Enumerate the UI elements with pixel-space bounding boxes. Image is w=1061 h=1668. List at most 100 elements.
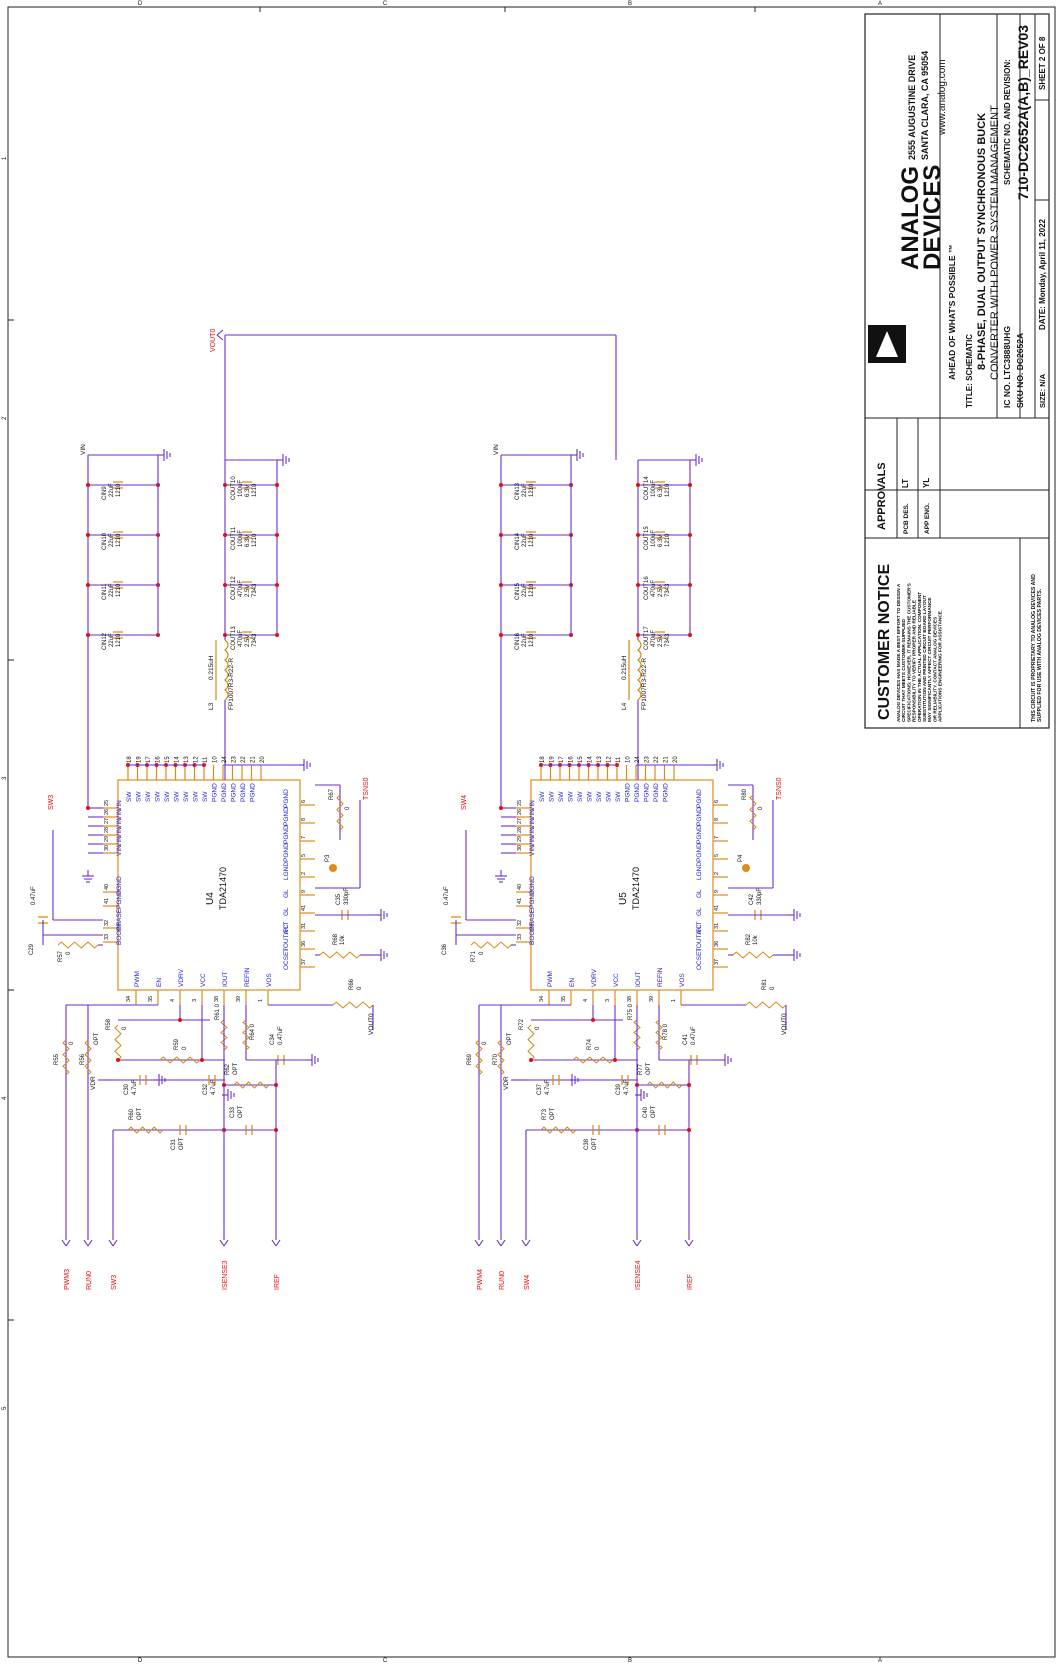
pin-name: VIN [529, 809, 536, 820]
title-block-text: DEVICES [919, 165, 946, 270]
pin-number: 19 [137, 756, 143, 763]
pin-number: 41 [517, 898, 523, 904]
ic-body-U5 [530, 779, 714, 991]
title-block-text: APPROVALS [876, 462, 888, 530]
net-label-sw: SW3 [48, 795, 55, 810]
cap-ref: C42 [749, 893, 755, 905]
title-block-text: OPERATION IN THE ACTUAL APPLICATION. COM… [917, 592, 922, 722]
net-label-bottom: IREF [274, 1274, 281, 1290]
cap-ref: C30 [124, 1083, 130, 1095]
pin-number: 9 [714, 890, 720, 893]
resistor [527, 1024, 535, 1061]
pin-name: VIN [116, 827, 123, 838]
pin-name: GL [696, 907, 703, 916]
wire [271, 1239, 277, 1247]
test-point-ref: P3 [325, 854, 331, 862]
cap-value: 4.7uF [211, 1079, 217, 1095]
res-ref: R75 0 [628, 1003, 634, 1020]
pin-number: 27 [104, 818, 110, 824]
pin-name: PGND [696, 807, 703, 826]
pin-number: 28 [517, 827, 523, 833]
junction-dot [275, 533, 279, 537]
resistor [655, 1019, 663, 1051]
net-label-tsns: TSNS0 [776, 777, 783, 800]
pin-name: PGND [250, 783, 257, 802]
title-block-text: SUPPLIED FOR USE WITH ANALOG DEVICES PAR… [1037, 588, 1043, 722]
cap-value: 4.7uF [624, 1079, 630, 1095]
pin-name: VCC [200, 973, 207, 987]
res-ref: R60 [129, 1108, 135, 1120]
net-label-bottom: ISENSE4 [635, 1260, 642, 1290]
title-block-text: APPLICATIONS ENGINEERING FOR ASSISTANCE. [938, 610, 943, 722]
pin-number: 1 [258, 999, 264, 1002]
pin-name: PGND [283, 807, 290, 826]
res-ref: R67 [329, 788, 335, 800]
pin-name: VIN [116, 818, 123, 829]
wire [688, 1239, 694, 1247]
pin-number: 5 [301, 854, 307, 857]
wire [496, 1239, 502, 1247]
ic-ref: U4 [205, 892, 216, 905]
pin-name: TOUT/FLT [696, 922, 703, 952]
pin-number: 29 [104, 836, 110, 842]
junction-dot [688, 633, 692, 637]
pin-number: 17 [146, 756, 152, 763]
border-letter: D [138, 1658, 143, 1663]
pin-number: 36 [301, 941, 307, 947]
resistor [127, 1126, 164, 1134]
pin-number: 33 [104, 934, 110, 940]
net-label-vout0: VOUT0 [368, 1013, 375, 1035]
cap-ref: C32 [203, 1083, 209, 1095]
res-ref: R81 [762, 978, 768, 990]
pin-name: PGND [634, 783, 641, 802]
resistor [732, 951, 774, 959]
wire [65, 1239, 71, 1247]
pin-name: SW [145, 791, 152, 802]
pin-number: 3 [192, 999, 198, 1002]
res-ref: R59 [174, 1038, 180, 1050]
cap-value: 4.7uF [545, 1079, 551, 1095]
resistor [497, 1039, 505, 1076]
resistor [572, 1056, 614, 1064]
pin-name: SW [587, 791, 594, 802]
pin-name: PGND [212, 783, 219, 802]
res-value: 0 [69, 1041, 75, 1045]
border-letter: B [628, 1658, 632, 1663]
pin-name: BOOST [529, 922, 536, 945]
cout-voltage: 6.3V [245, 485, 251, 497]
pin-name: PGND [696, 843, 703, 862]
title-block [864, 13, 1050, 729]
wire [223, 1239, 229, 1247]
res-ref: R68 [333, 933, 339, 945]
cout-voltage: 6.3V [658, 535, 664, 547]
net-label-bottom: PWM4 [477, 1269, 484, 1290]
pin-name: VIN [116, 845, 123, 856]
cap-value: OPT [592, 1137, 598, 1150]
res-ref: R78 0 [663, 1023, 669, 1040]
cap-value: 330pF [757, 888, 763, 905]
pin-name: PGND [663, 783, 670, 802]
junction-dot [499, 633, 503, 637]
test-point [742, 864, 750, 872]
resistor [749, 794, 757, 831]
junction-dot [529, 1058, 533, 1062]
title-block-text: SUBSTITUTION AND PRINTED CIRCUIT BOARD L… [922, 595, 927, 722]
cap-value: OPT [651, 1105, 657, 1118]
pin-number: 12 [607, 756, 613, 763]
junction-dot [688, 483, 692, 487]
pin-number: 4 [170, 999, 176, 1002]
pin-number: 15 [165, 756, 171, 763]
cout-ref: COUT15 [644, 526, 650, 550]
pin-number: 34 [126, 996, 132, 1002]
pin-name: PWM [134, 971, 141, 987]
pin-number: 37 [714, 959, 720, 965]
cout-voltage: 2.5V [658, 635, 664, 647]
cout-voltage: 2.5V [658, 585, 664, 597]
cap-ref: C40 [643, 1106, 649, 1118]
wire [61, 1239, 67, 1247]
pin-number: 30 [517, 845, 523, 851]
border-number: 4 [2, 1096, 8, 1100]
pin-number: 14 [175, 756, 181, 763]
res-ref: R73 [542, 1108, 548, 1120]
